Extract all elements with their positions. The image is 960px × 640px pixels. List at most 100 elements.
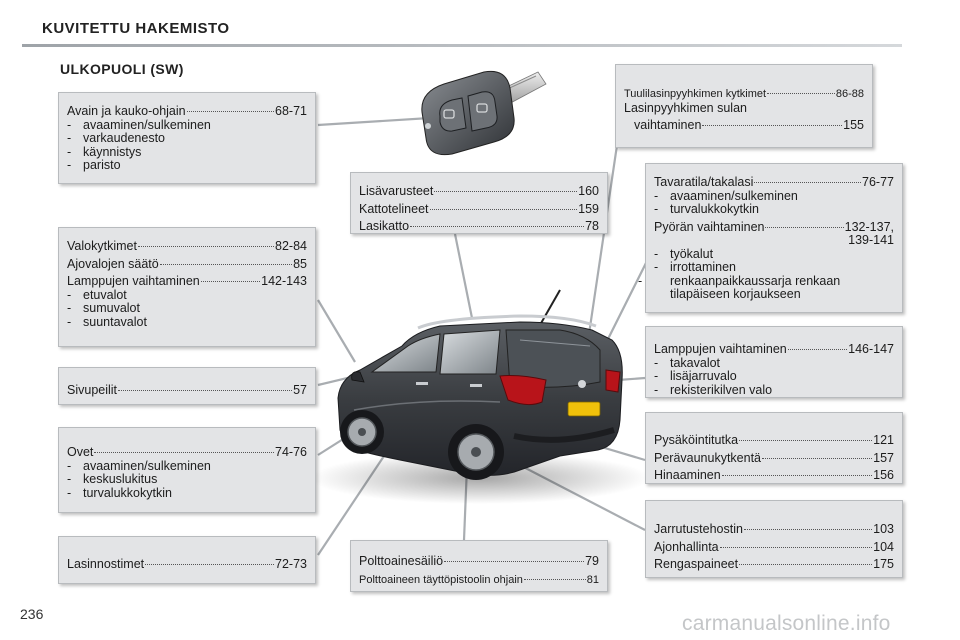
- entry-label: Pysäköintitutka: [654, 433, 739, 447]
- watermark: carmanualsonline.info: [682, 612, 891, 635]
- index-entry[interactable]: Sivupeilit 57: [67, 380, 307, 398]
- sub-item: lisäjarruvalo: [654, 369, 894, 384]
- box-valot: Valokytkimet 82-84 Ajovalojen säätö 85 Lam…: [58, 227, 316, 347]
- car-illustration: [310, 289, 650, 504]
- box-avain: Avain ja kauko-ohjain 68-71 avaaminen/sul…: [58, 92, 316, 184]
- box-lasinnostimet: Lasinnostimet 72-73: [58, 536, 316, 584]
- entry-page: 68-71: [275, 104, 307, 118]
- index-entry[interactable]: Polttoaineen täyttöpistoolin ohjain 81: [359, 569, 599, 588]
- index-entry[interactable]: Pysäköintitutka 121: [654, 430, 894, 448]
- entry-page: 121: [873, 433, 894, 447]
- entry-label: Lamppujen vaihtaminen: [654, 342, 787, 356]
- header-rule: [22, 44, 902, 47]
- entry-label: Tavaratila/takalasi: [654, 175, 754, 189]
- entry-page: 76-77: [862, 175, 894, 189]
- entry-label: Lisävarusteet: [359, 184, 434, 198]
- entry-label: Polttoaineen täyttöpistoolin ohjain: [359, 573, 523, 586]
- entry-label: Ajovalojen säätö: [67, 256, 159, 271]
- index-entry[interactable]: Polttoainesäiliö 79: [359, 551, 599, 569]
- sub-item: irrottaminen: [654, 260, 894, 275]
- entry-page: 146-147: [848, 342, 894, 356]
- index-entry[interactable]: Pyörän vaihtaminen 132-137,: [654, 217, 894, 235]
- index-entry[interactable]: Valokytkimet 82-84: [67, 236, 307, 254]
- sub-item: avaaminen/sulkeminen: [67, 118, 307, 133]
- entry-label: Valokytkimet: [67, 239, 137, 253]
- entry-label: Lasinnostimet: [67, 557, 145, 571]
- entry-page: 157: [873, 450, 894, 465]
- sub-item: etuvalot: [67, 288, 307, 303]
- entry-label: Tuulilasinpyyhkimen kytkimet: [624, 88, 767, 100]
- entry-page: 74-76: [275, 445, 307, 459]
- index-entry[interactable]: Lamppujen vaihtaminen 142-143: [67, 271, 307, 289]
- sub-item: käynnistys: [67, 145, 307, 160]
- entry-page: 142-143: [261, 274, 307, 288]
- entry-label: Lamppujen vaihtaminen: [67, 274, 200, 288]
- sub-item: rekisterikilven valo: [654, 383, 894, 398]
- entry-page: 82-84: [275, 239, 307, 253]
- entry-label: Hinaaminen: [654, 468, 721, 482]
- box-sivupeilit: Sivupeilit 57: [58, 367, 316, 405]
- index-entry[interactable]: Jarrutustehostin 103: [654, 519, 894, 537]
- entry-page: 79: [585, 554, 599, 568]
- sub-item: renkaanpaikkaussarja renkaan tilapäiseen…: [654, 274, 894, 302]
- index-entry[interactable]: Tavaratila/takalasi 76-77: [654, 172, 894, 190]
- entry-label: Rengaspaineet: [654, 557, 739, 571]
- sub-item: suuntavalot: [67, 315, 307, 330]
- entry-page: 139-141: [848, 233, 894, 247]
- sub-item: turvalukkokytkin: [67, 486, 307, 501]
- header-title: KUVITETTU HAKEMISTO: [42, 20, 230, 37]
- sub-item: sumuvalot: [67, 301, 307, 316]
- index-entry[interactable]: Tuulilasinpyyhkimen kytkimet 86-88: [624, 83, 864, 102]
- box-polttoaine: Polttoainesäiliö 79 Polttoaineen täyttöpi…: [350, 540, 608, 592]
- entry-page: 175: [873, 557, 894, 571]
- entry-page: 81: [586, 573, 599, 586]
- sub-item: työkalut: [654, 247, 894, 262]
- entry-label: Sivupeilit: [67, 383, 118, 397]
- entry-page: 78: [585, 219, 599, 233]
- entry-label: Avain ja kauko-ohjain: [67, 104, 186, 118]
- entry-label: Polttoainesäiliö: [359, 554, 444, 568]
- index-entry[interactable]: Ajovalojen säätö 85: [67, 254, 307, 272]
- entry-page: 72-73: [275, 557, 307, 571]
- entry-page: 85: [293, 256, 307, 271]
- section-title: ULKOPUOLI (SW): [60, 61, 184, 77]
- index-entry[interactable]: Ajonhallinta 104: [654, 537, 894, 555]
- entry-label: Lasinpyyhkimen sulan: [624, 100, 747, 115]
- index-entry[interactable]: Avain ja kauko-ohjain 68-71: [67, 101, 307, 119]
- entry-label: Perävaunukytkentä: [654, 450, 762, 465]
- entry-page: 103: [873, 522, 894, 536]
- sub-item: paristo: [67, 158, 307, 173]
- sub-item: takavalot: [654, 356, 894, 371]
- index-entry[interactable]: Lamppujen vaihtaminen 146-147: [654, 339, 894, 357]
- sub-item: avaaminen/sulkeminen: [67, 459, 307, 474]
- entry-label: Pyörän vaihtaminen: [654, 219, 765, 234]
- box-jarrut: Jarrutustehostin 103 Ajonhallinta 104 Reng…: [645, 500, 903, 578]
- box-lamput-taka: Lamppujen vaihtaminen 146-147 takavalot l…: [645, 326, 903, 398]
- index-entry[interactable]: Rengaspaineet 175: [654, 554, 894, 572]
- key-fob-icon: [421, 70, 547, 156]
- entry-label: Kattotelineet: [359, 201, 429, 216]
- box-tuulilasi: Tuulilasinpyyhkimen kytkimet 86-88 Lasinp…: [615, 64, 873, 148]
- index-entry: Lasinpyyhkimen sulan: [624, 100, 864, 116]
- entry-page: 86-88: [835, 88, 864, 100]
- page-number: 236: [20, 606, 44, 622]
- index-entry[interactable]: Lasinnostimet 72-73: [67, 554, 307, 572]
- entry-page: 155: [843, 118, 864, 132]
- entry-page: 57: [293, 383, 307, 397]
- entry-page: 132-137,: [844, 219, 894, 234]
- index-entry-continued: 139-141: [654, 233, 894, 248]
- entry-page: 104: [873, 539, 894, 554]
- index-entry[interactable]: Perävaunukytkentä 157: [654, 448, 894, 466]
- entry-label: Ajonhallinta: [654, 539, 719, 554]
- entry-label: Jarrutustehostin: [654, 522, 743, 536]
- sub-item: turvalukkokytkin: [654, 202, 894, 217]
- sub-item: varkaudenesto: [67, 131, 307, 146]
